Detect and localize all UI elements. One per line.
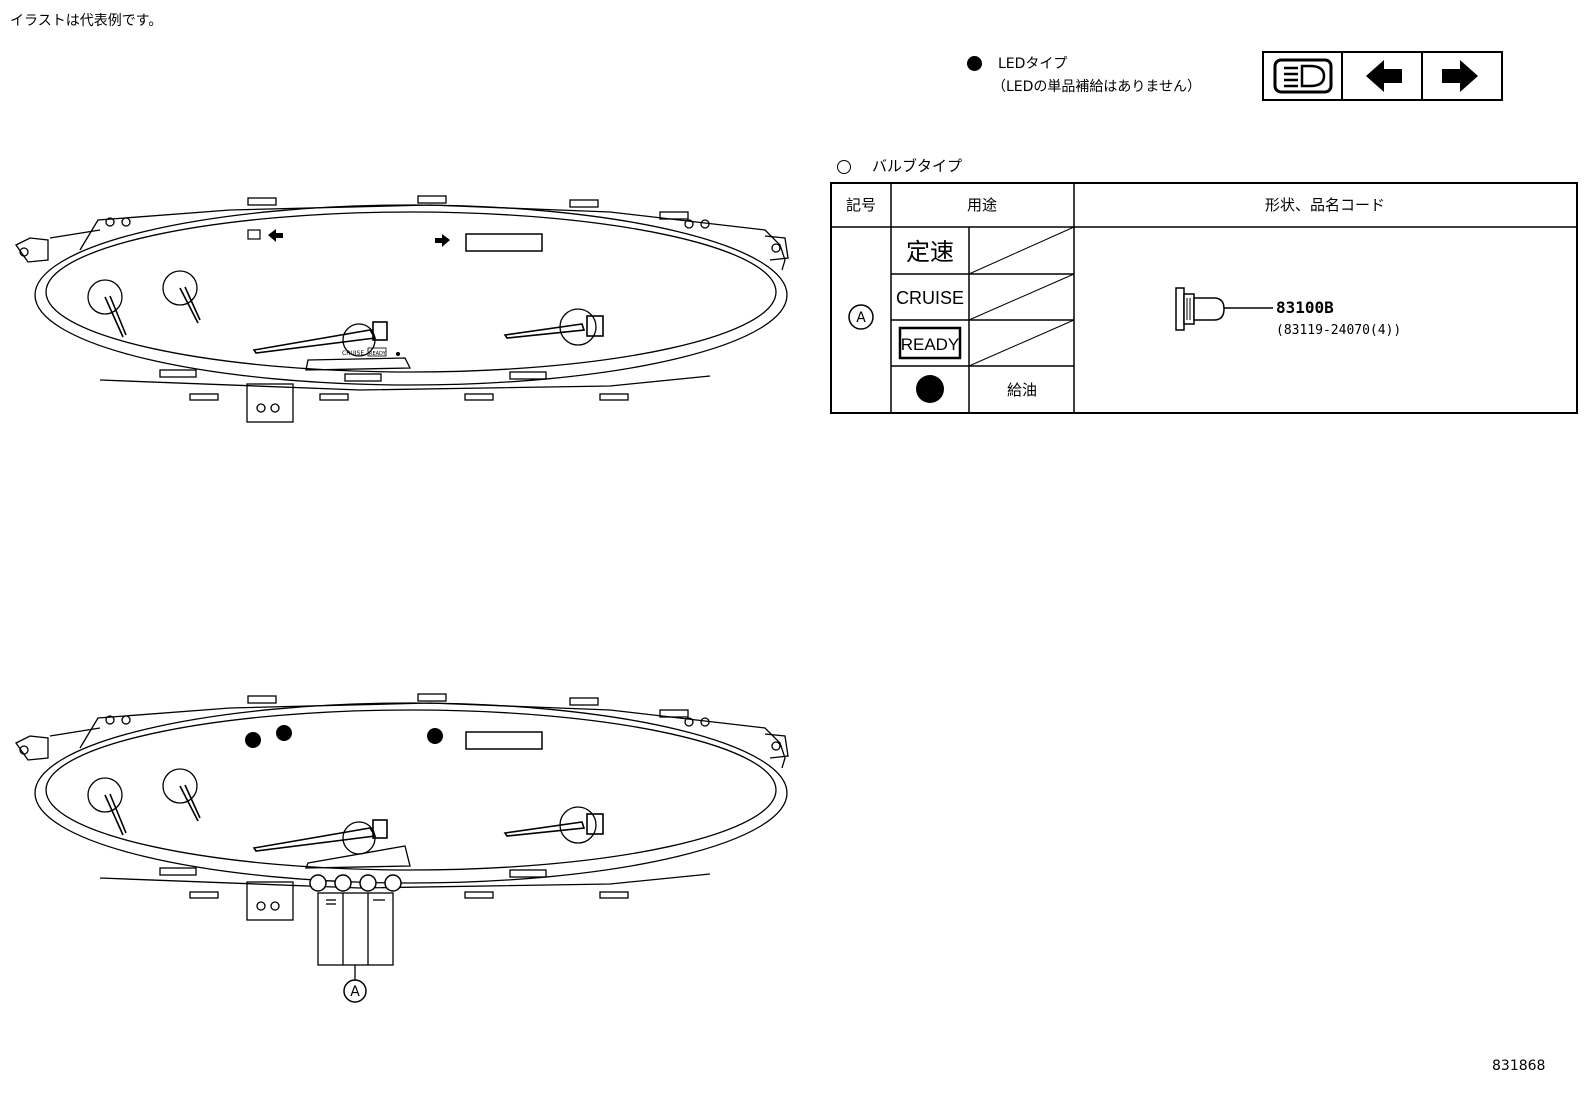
led-type-marker-icon	[967, 56, 982, 71]
turn-left-arrow-icon	[1366, 60, 1402, 92]
cluster-diagram-led: CRUISE READY	[15, 195, 789, 423]
symbol-a-letter: A	[856, 310, 866, 326]
cluster-ready-box	[367, 347, 387, 357]
cluster-right-arrow-icon	[435, 234, 450, 247]
headlight-high-beam-icon	[1273, 58, 1333, 94]
turn-right-arrow-icon	[1442, 60, 1478, 92]
callout-a-letter: A	[350, 984, 360, 1000]
led-indicator-strip	[1262, 51, 1503, 101]
illustration-note: イラストは代表例です。	[10, 13, 163, 29]
display-window	[465, 731, 543, 750]
parts-table: 記号 用途 形状、品名コード A 定速 CRUISE READY 給油 8310…	[830, 182, 1578, 414]
usage-cruise-jp: 定速	[906, 238, 954, 266]
cluster-cruise-small: CRUISE	[342, 350, 364, 357]
header-usage: 用途	[967, 196, 997, 214]
usage-refuel: 給油	[1007, 381, 1037, 399]
bulb-type-marker-icon	[837, 160, 851, 174]
bulb-socket-3	[359, 874, 377, 892]
symbol-a-circle	[848, 304, 874, 330]
cluster-left-arrow-icon	[268, 229, 283, 242]
cluster-diagram-bulb: A	[15, 693, 789, 1003]
led-type-note: （LEDの単品補給はありません）	[992, 79, 1202, 95]
led-type-label: LEDタイプ	[998, 56, 1068, 72]
document-number: 831868	[1492, 1058, 1546, 1074]
usage-ready: READY	[901, 335, 960, 354]
part-code: (83119-24070(4))	[1276, 323, 1401, 338]
bulb-socket-1	[309, 874, 327, 892]
bulb-socket-2	[334, 874, 352, 892]
bulb-type-label: バルブタイプ	[872, 157, 963, 175]
led-headlight-dot	[245, 732, 261, 748]
led-left-turn-dot	[276, 725, 292, 741]
wedge-bulb-icon	[1175, 287, 1225, 331]
bulb-socket-4	[384, 874, 402, 892]
header-symbol: 記号	[846, 196, 876, 214]
cluster-headlight-icon	[247, 229, 261, 240]
header-shape-code: 形状、品名コード	[1265, 196, 1385, 214]
callout-a-circle	[343, 979, 367, 1003]
led-right-turn-dot	[427, 728, 443, 744]
refuel-led-dot-icon	[916, 375, 944, 403]
part-number: 83100B	[1276, 298, 1334, 317]
usage-ready-box	[898, 326, 962, 360]
cluster-ready-small: READY	[369, 351, 387, 357]
cluster-refuel-dot	[396, 352, 400, 356]
usage-cruise: CRUISE	[896, 288, 964, 308]
display-window	[465, 233, 543, 252]
